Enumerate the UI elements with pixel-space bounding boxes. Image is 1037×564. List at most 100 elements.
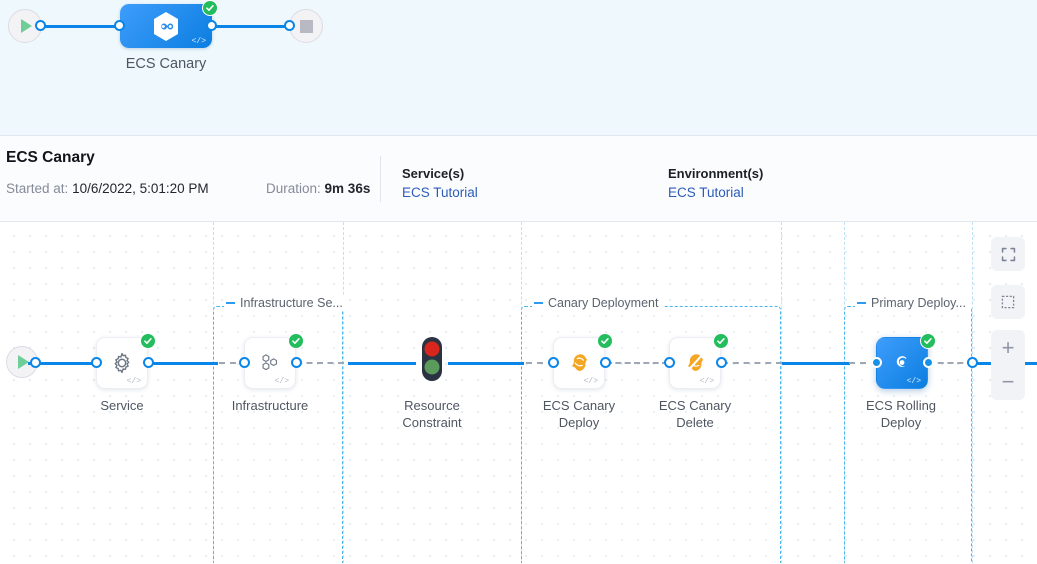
stage-port-in[interactable]: [114, 20, 125, 31]
group-label-infrastructure[interactable]: Infrastructure Se...: [224, 296, 348, 310]
traffic-light-icon: [422, 337, 442, 381]
started-at-label: Started at: [6, 181, 65, 196]
selection-box-button[interactable]: [991, 285, 1025, 319]
step-label-line2: Delete: [676, 415, 714, 430]
stage-status-success-icon: [202, 0, 218, 16]
group-label-text: Infrastructure Se...: [240, 296, 343, 310]
step-label-line1: Resource: [404, 398, 460, 413]
canary-bird-icon: [572, 354, 587, 371]
conn-resource-to-canary-edge: [448, 362, 524, 365]
step-rolling-deploy-port-in[interactable]: [871, 357, 882, 368]
play-icon: [18, 355, 29, 369]
play-icon: [21, 19, 32, 33]
harness-hexagon-infinity-icon: [154, 11, 178, 41]
selection-box-icon: [1001, 295, 1015, 309]
execution-detail-header: ECS Canary Started at: 10/6/2022, 5:01:2…: [0, 136, 1037, 222]
step-label-line1: ECS Rolling: [865, 398, 937, 413]
group-label-primary[interactable]: Primary Deploy...: [855, 296, 971, 310]
step-label-line1: ECS Canary: [542, 398, 616, 413]
hexagons-icon: [262, 354, 278, 371]
environments-column: Environment(s) ECS Tutorial: [668, 166, 763, 200]
conn-infra-to-resource: [348, 362, 416, 365]
header-divider: [380, 156, 381, 202]
group-label-canary[interactable]: Canary Deployment: [532, 296, 664, 310]
duration-value: 9m 36s: [324, 181, 371, 196]
services-value-link[interactable]: ECS Tutorial: [402, 185, 478, 200]
conn-canary-to-primary-edge: [782, 362, 850, 365]
conn-service-to-infra-edge: [148, 362, 218, 365]
services-column: Service(s) ECS Tutorial: [402, 166, 478, 200]
stop-icon: [299, 19, 313, 33]
step-code-badge: </>: [126, 377, 141, 386]
conn-start-to-service: [28, 362, 100, 365]
conn-infra-to-group-edge: [296, 362, 344, 364]
group-label-text: Primary Deploy...: [871, 296, 966, 310]
step-canary-deploy-port-in[interactable]: [548, 357, 559, 368]
step-label-line1: ECS Canary: [658, 398, 732, 413]
group-label-text: Canary Deployment: [548, 296, 659, 310]
mini-pipeline-canvas[interactable]: </> ECS Canary: [0, 0, 1037, 136]
step-code-badge: </>: [906, 377, 921, 386]
step-infrastructure-status-success-icon: [288, 333, 304, 349]
step-canary-delete-port-out[interactable]: [716, 357, 727, 368]
step-infrastructure-label: Infrastructure: [231, 398, 309, 413]
conn-rolling-to-canvas-end: [928, 362, 973, 364]
gear-icon: [114, 352, 130, 374]
zoom-in-button[interactable]: +: [991, 331, 1025, 365]
duration-label: Duration: [266, 181, 318, 196]
zoom-out-label: −: [1001, 369, 1015, 394]
step-ecs-canary-deploy-label: ECS Canary Deploy: [519, 397, 639, 431]
step-rolling-deploy-port-out[interactable]: [923, 357, 934, 368]
execution-graph-canvas[interactable]: Infrastructure Se... Canary Deployment P…: [0, 222, 1037, 563]
step-canary-deploy-status-success-icon: [597, 333, 613, 349]
canary-bird-delete-icon: [687, 354, 703, 372]
step-service-label: Service: [100, 398, 144, 413]
step-ecs-rolling-deploy[interactable]: </>: [876, 337, 928, 389]
step-service-status-success-icon: [140, 333, 156, 349]
collapse-icon[interactable]: [857, 302, 866, 304]
canvas-control-fullscreen-group: [991, 237, 1025, 271]
environments-label: Environment(s): [668, 166, 764, 181]
canvas-control-zoom-group: + −: [991, 330, 1025, 400]
zoom-out-button[interactable]: −: [991, 365, 1025, 399]
ecs-swirl-icon: [896, 356, 907, 367]
step-code-badge: </>: [274, 377, 289, 386]
conn-infra-edge-to-infra: [219, 362, 247, 364]
collapse-icon[interactable]: [534, 302, 543, 304]
canvas-end-port[interactable]: [967, 357, 978, 368]
conn-deploy-to-delete: [606, 362, 668, 364]
step-resource-constraint[interactable]: [418, 335, 446, 391]
stage-card-ecs-canary[interactable]: </>: [120, 4, 212, 48]
step-rolling-deploy-status-success-icon: [920, 333, 936, 349]
step-service-port-out[interactable]: [143, 357, 154, 368]
step-infrastructure-port-in[interactable]: [239, 357, 250, 368]
vertical-guide: [343, 222, 344, 563]
step-infrastructure-port-out[interactable]: [291, 357, 302, 368]
environments-value-link[interactable]: ECS Tutorial: [668, 185, 744, 200]
vertical-guide: [781, 222, 782, 563]
step-label-line2: Constraint: [402, 415, 462, 430]
started-at-value: 10/6/2022, 5:01:20 PM: [72, 181, 209, 196]
step-code-badge: </>: [699, 377, 714, 386]
step-ecs-rolling-deploy-label: ECS Rolling Deploy: [841, 397, 961, 431]
duration: Duration: 9m 36s: [266, 181, 371, 196]
vertical-guide: [972, 222, 973, 563]
step-canary-delete-port-in[interactable]: [664, 357, 675, 368]
step-infrastructure[interactable]: </>: [244, 337, 296, 389]
services-label: Service(s): [402, 166, 465, 181]
end-node-port[interactable]: [284, 20, 295, 31]
stage-code-badge: </>: [191, 37, 206, 46]
step-canary-deploy-port-out[interactable]: [600, 357, 611, 368]
wire-start-to-stage: [40, 25, 126, 28]
step-service-port-in[interactable]: [91, 357, 102, 368]
step-label-line2: Deploy: [880, 415, 922, 430]
collapse-icon[interactable]: [226, 302, 235, 304]
fullscreen-button[interactable]: [991, 237, 1025, 271]
conn-delete-to-group-edge: [722, 362, 782, 364]
mini-pipeline-strip: </> ECS Canary: [0, 0, 1037, 136]
stage-label: ECS Canary: [125, 56, 207, 72]
start-node-port[interactable]: [35, 20, 46, 31]
step-ecs-canary-delete-label: ECS Canary Delete: [635, 397, 755, 431]
stage-port-out[interactable]: [206, 20, 217, 31]
canvas-start-port[interactable]: [30, 357, 41, 368]
